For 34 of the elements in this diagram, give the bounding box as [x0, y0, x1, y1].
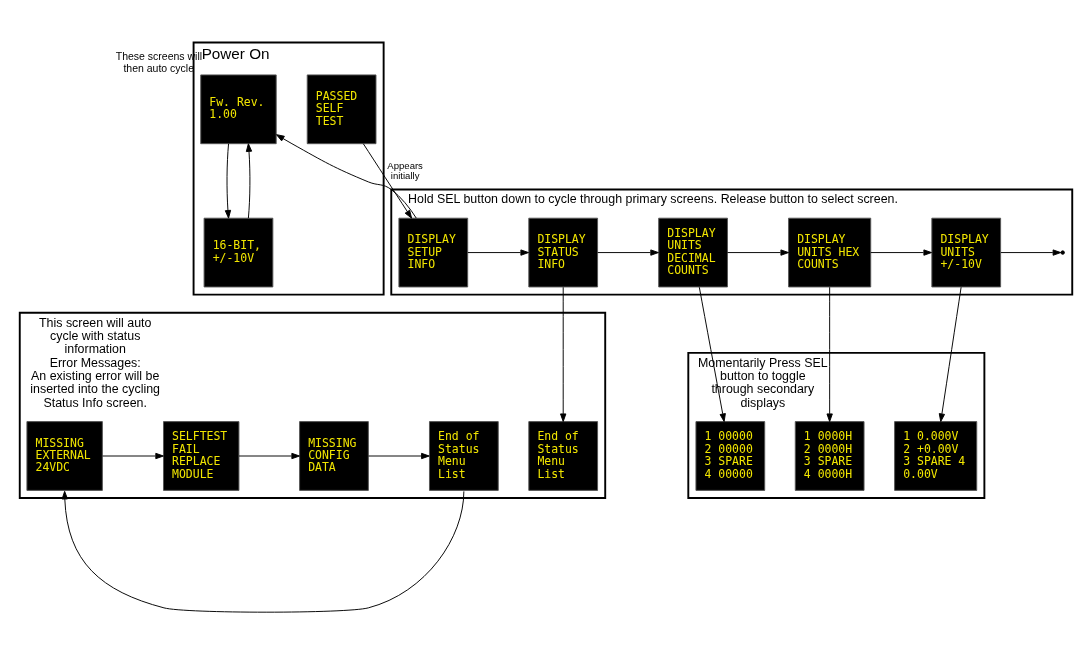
arrow — [61, 490, 465, 613]
node-box: PASSED SELF TEST — [306, 74, 377, 145]
node-box: 1 0.000V 2 +0.00V 3 SPARE 4 0.00V — [894, 421, 978, 491]
arrow — [560, 286, 567, 423]
node-box: DISPLAY SETUP INFO — [398, 217, 469, 288]
arrow — [276, 134, 417, 219]
arrow — [238, 452, 300, 460]
arrow — [727, 249, 790, 256]
node-box: DISPLAY UNITS +/-10V — [931, 217, 1002, 288]
arrow — [102, 452, 164, 460]
node-box: DISPLAY UNITS DECIMAL COUNTS — [658, 217, 728, 288]
arrow — [245, 143, 253, 219]
arrow — [362, 143, 413, 219]
arrow — [870, 249, 932, 256]
node-box: SELFTEST FAIL REPLACE MODULE — [163, 421, 240, 491]
arrow — [368, 452, 430, 460]
arrow — [224, 143, 232, 219]
node-box: MISSING CONFIG DATA — [299, 421, 369, 491]
node-box: 1 0000H 2 0000H 3 SPARE 4 0000H — [794, 421, 865, 491]
node-box: End of Status Menu List — [429, 421, 499, 491]
node-box: 1 00000 2 00000 3 SPARE 4 00000 — [695, 421, 766, 491]
arrow — [698, 286, 726, 423]
arrow — [938, 286, 962, 423]
node-box: DISPLAY STATUS INFO — [528, 217, 599, 288]
node-box: Fw. Rev. 1.00 — [200, 74, 277, 145]
node-box: DISPLAY UNITS HEX COUNTS — [788, 217, 872, 288]
node-box: MISSING EXTERNAL 24VDC — [26, 421, 103, 491]
arrow — [467, 249, 529, 256]
edge-label: Appears initially — [387, 159, 423, 182]
arrow — [826, 286, 833, 423]
arrow — [597, 249, 659, 256]
arrow — [1000, 249, 1062, 256]
node-box: End of Status Menu List — [528, 421, 599, 491]
node-box: 16-BIT, +/-10V — [203, 217, 274, 288]
